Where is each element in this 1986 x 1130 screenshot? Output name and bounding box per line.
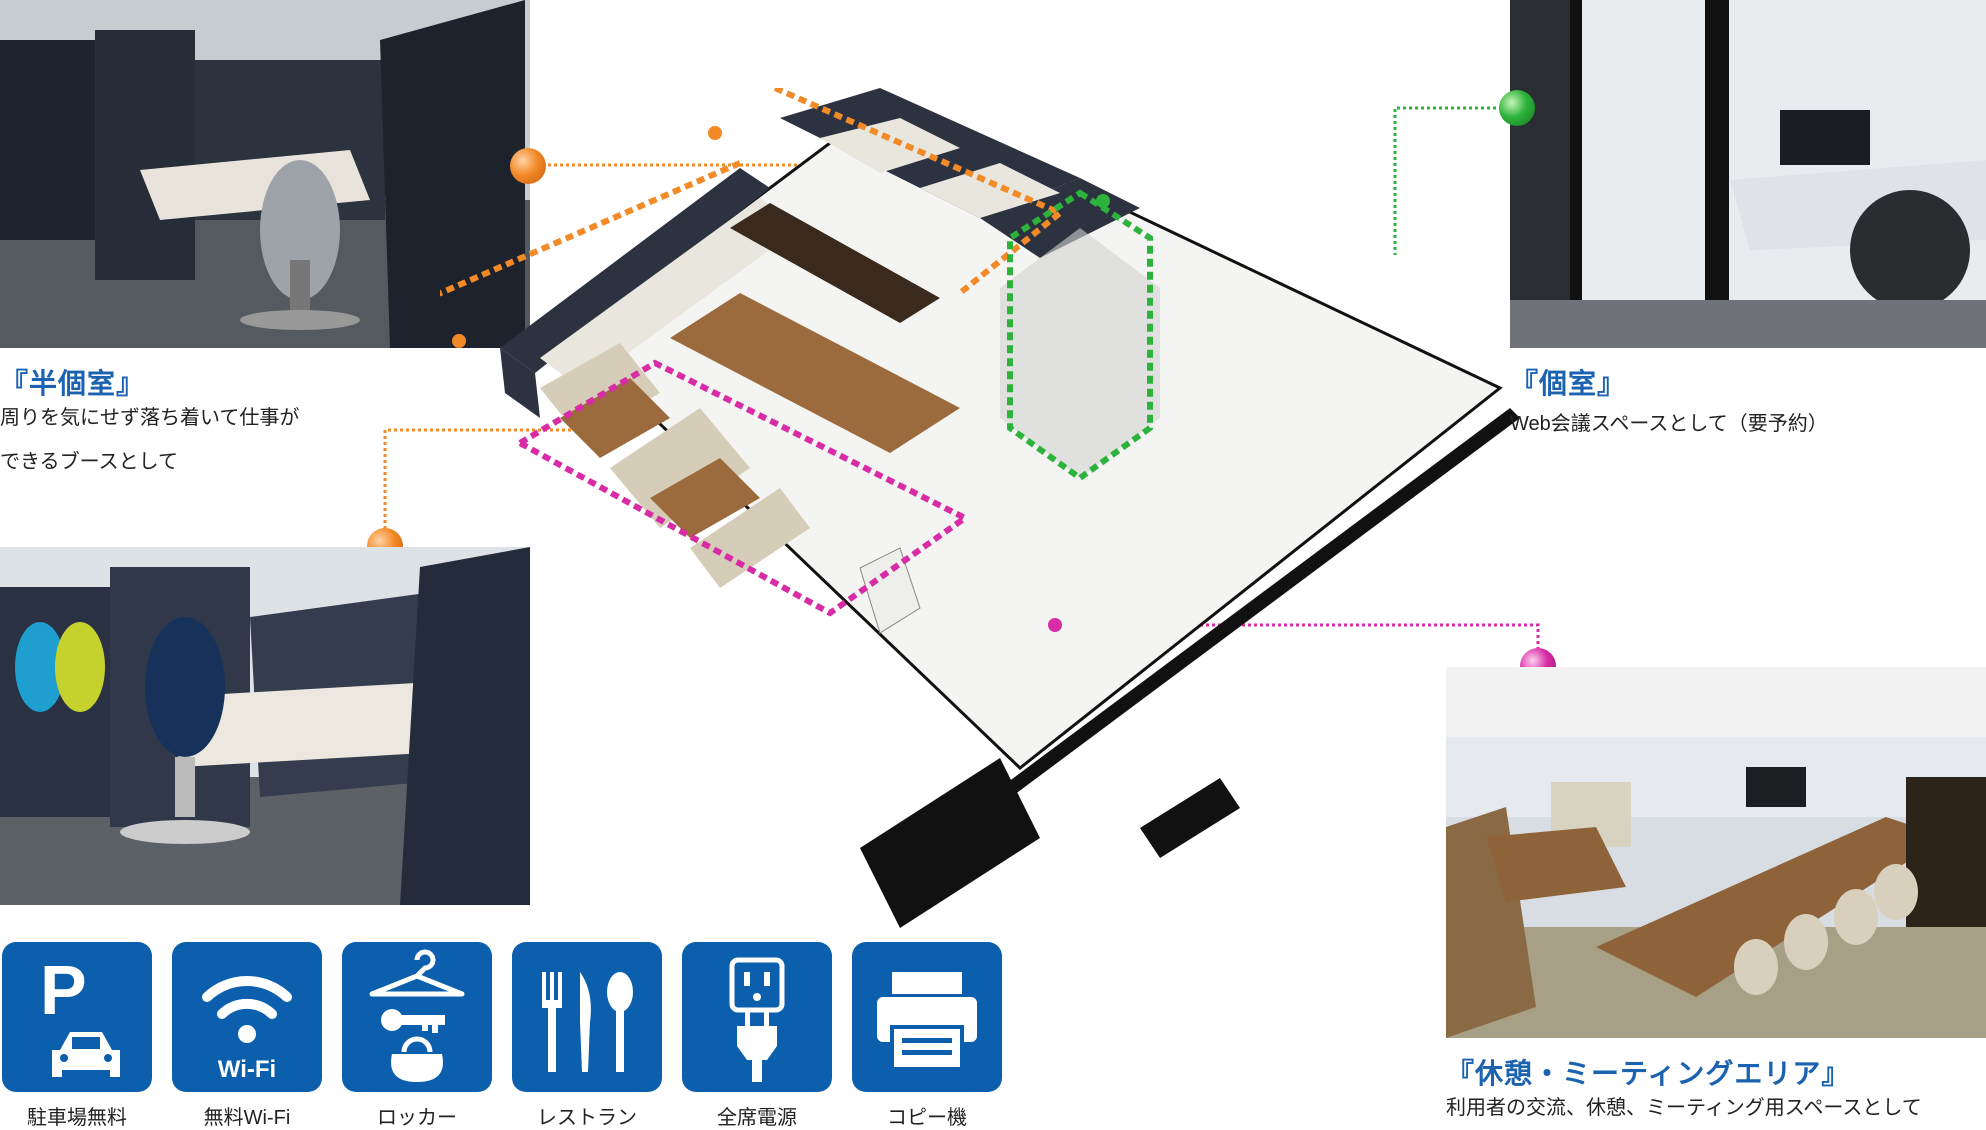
- amenity-parking: P: [2, 942, 152, 1092]
- photo-lounge-meeting: [1446, 667, 1986, 1038]
- printer-icon: [877, 972, 977, 1071]
- amenity-wifi: Wi-Fi: [172, 942, 322, 1092]
- semi-private-desc-1: 周りを気にせず落ち着いて仕事が: [0, 407, 300, 429]
- wifi-icon: Wi-Fi: [202, 976, 292, 1083]
- amenity-power-label: 全席電源: [717, 1107, 797, 1129]
- private-title: 『個室』: [1510, 368, 1627, 399]
- semi-private-title: 『半個室』: [0, 368, 146, 399]
- amenity-parking-label: 駐車場無料: [27, 1107, 127, 1129]
- photo-private-room: [1510, 0, 1986, 348]
- amenity-locker-label: ロッカー: [377, 1107, 457, 1129]
- private-marker: [1499, 90, 1535, 126]
- semi-private-desc-2: できるブースとして: [0, 451, 178, 473]
- power-plug-icon: [729, 957, 785, 1082]
- lounge-title: 『休憩・ミーティングエリア』: [1446, 1058, 1851, 1089]
- amenity-locker: [342, 942, 492, 1092]
- photo-semi-private-booth: [0, 0, 530, 348]
- lounge-desc: 利用者の交流、休憩、ミーティング用スペースとして: [1446, 1097, 1922, 1119]
- svg-text:P: P: [40, 951, 87, 1029]
- amenity-copier: [852, 942, 1002, 1092]
- fork-knife-spoon-icon: [542, 972, 633, 1072]
- private-desc: Web会議スペースとして（要予約）: [1510, 413, 1828, 435]
- amenity-restaurant: [512, 942, 662, 1092]
- photo-booth-chairs: [0, 547, 530, 905]
- wifi-badge: Wi-Fi: [218, 1056, 276, 1083]
- semi-private-marker: [510, 148, 546, 184]
- amenity-wifi-label: 無料Wi-Fi: [203, 1107, 291, 1129]
- locker-key-bag-icon: [369, 949, 465, 1082]
- amenity-power: [682, 942, 832, 1092]
- parking-car-icon: P: [40, 951, 120, 1077]
- floor-plan: [440, 88, 1520, 928]
- amenity-restaurant-label: レストラン: [537, 1107, 637, 1129]
- amenity-copier-label: コピー機: [887, 1107, 967, 1129]
